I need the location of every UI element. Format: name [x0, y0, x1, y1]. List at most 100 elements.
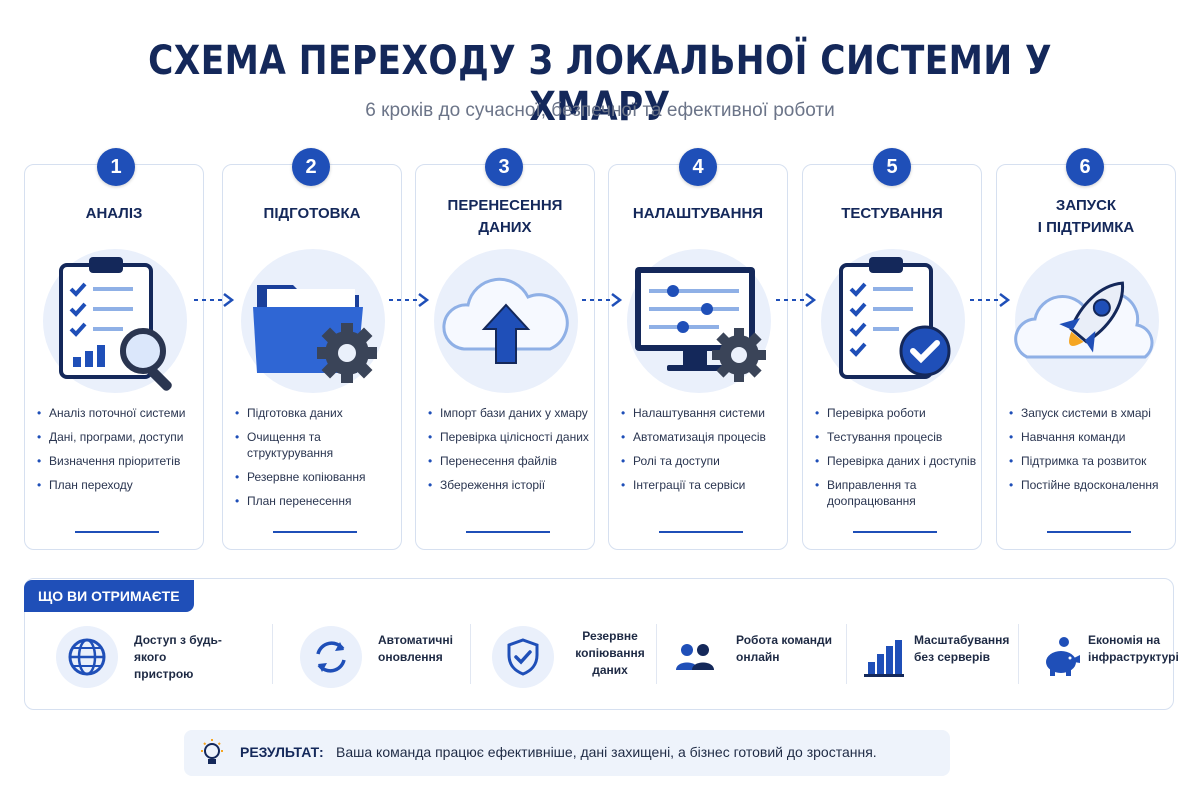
divider	[846, 624, 847, 684]
step-title: НАЛАШТУВАННЯ	[632, 205, 764, 222]
benefit-label: без серверів	[914, 650, 990, 664]
step-number-badge: 5	[873, 148, 911, 186]
benefits-panel	[24, 578, 1174, 710]
list-item: Перенесення файлів	[428, 453, 592, 469]
benefit-item: Робота команди онлайн	[664, 622, 844, 694]
benefit-label: Резервне	[582, 629, 638, 643]
benefit-item: Резервне копіювання даних	[492, 622, 652, 694]
list-item: Навчання команди	[1009, 429, 1173, 445]
list-item: Підготовка даних	[235, 405, 399, 421]
step-card-1: АНАЛІЗ Аналіз поточної системи Дані, про…	[24, 164, 204, 550]
list-item: Підтримка та розвиток	[1009, 453, 1173, 469]
divider	[470, 624, 471, 684]
list-item: План переходу	[37, 477, 201, 493]
list-item: Очищення та структурування	[235, 429, 399, 461]
step-underline	[659, 531, 743, 533]
team-icon	[676, 644, 714, 670]
list-item: Виправлення та доопрацювання	[815, 477, 979, 509]
step-underline	[853, 531, 937, 533]
step-card-4: НАЛАШТУВАННЯ Налаштування системи Автома…	[608, 164, 788, 550]
folder-gear-icon	[241, 249, 385, 393]
list-item: Ролі та доступи	[621, 453, 785, 469]
step-title: АНАЛІЗ	[85, 205, 143, 222]
benefit-item: Доступ з будь-якого пристрою	[56, 622, 256, 694]
step-number-badge: 2	[292, 148, 330, 186]
list-item: Запуск системи в хмарі	[1009, 405, 1173, 421]
list-item: Постійне вдосконалення	[1009, 477, 1173, 493]
step-number-badge: 3	[485, 148, 523, 186]
benefit-item: Автоматичні оновлення	[300, 622, 470, 694]
divider	[656, 624, 657, 684]
list-item: Резервне копіювання	[235, 469, 399, 485]
globe-icon	[68, 638, 106, 676]
step-number-badge: 1	[97, 148, 135, 186]
step-list: Аналіз поточної системи Дані, програми, …	[37, 405, 201, 501]
step-list: Перевірка роботи Тестування процесів Пер…	[815, 405, 979, 517]
result-label: РЕЗУЛЬТАТ:	[240, 744, 324, 760]
benefit-item: Масштабування без серверів	[852, 622, 1022, 694]
arrow-right-icon	[389, 293, 430, 307]
benefit-label: Масштабування	[914, 633, 1010, 647]
step-list: Підготовка даних Очищення та структурува…	[235, 405, 399, 517]
rocket-cloud-icon	[1014, 249, 1159, 393]
benefit-label: копіювання	[575, 646, 645, 660]
step-underline	[1047, 531, 1131, 533]
page-title: СХЕМА ПЕРЕХОДУ З ЛОКАЛЬНОЇ СИСТЕМИ У ХМА…	[148, 38, 1052, 130]
benefit-label: Доступ з будь-якого	[134, 633, 222, 664]
divider	[1018, 624, 1019, 684]
list-item: Автоматизація процесів	[621, 429, 785, 445]
bar-chart-icon	[864, 640, 904, 677]
list-item: План перенесення	[235, 493, 399, 509]
clipboard-check-icon	[821, 249, 965, 393]
benefit-label: Економія на	[1088, 633, 1161, 647]
cloud-upload-icon	[434, 249, 578, 393]
arrow-right-icon	[582, 293, 623, 307]
step-underline	[75, 531, 159, 533]
list-item: Тестування процесів	[815, 429, 979, 445]
arrow-right-icon	[776, 293, 817, 307]
list-item: Інтеграції та сервіси	[621, 477, 785, 493]
list-item: Перевірка даних і доступів	[815, 453, 979, 469]
step-list: Імпорт бази даних у хмару Перевірка цілі…	[428, 405, 592, 501]
list-item: Збереження історії	[428, 477, 592, 493]
step-list: Запуск системи в хмарі Навчання команди …	[1009, 405, 1173, 501]
arrow-right-icon	[970, 293, 1011, 307]
shield-check-icon	[507, 638, 539, 676]
piggy-bank-icon	[1046, 637, 1080, 676]
lightbulb-icon	[201, 739, 223, 764]
page-subtitle: 6 кроків до сучасної, безпечної та ефект…	[365, 100, 835, 121]
step-card-2: ПІДГОТОВКА Підготовка даних Очищення та …	[222, 164, 402, 550]
list-item: Аналіз поточної системи	[37, 405, 201, 421]
list-item: Перевірка роботи	[815, 405, 979, 421]
benefit-label: пристрою	[134, 667, 194, 681]
step-list: Налаштування системи Автоматизація проце…	[621, 405, 785, 501]
step-card-5: ТЕСТУВАННЯ Перевірка роботи Тестування п…	[802, 164, 982, 550]
list-item: Дані, програми, доступи	[37, 429, 201, 445]
arrow-right-icon	[194, 293, 235, 307]
step-title: ПІДГОТОВКА	[263, 205, 361, 222]
list-item: Імпорт бази даних у хмару	[428, 405, 592, 421]
benefit-label: оновлення	[378, 650, 443, 664]
benefit-label: онлайн	[736, 650, 780, 664]
list-item: Визначення пріоритетів	[37, 453, 201, 469]
list-item: Перевірка цілісності даних	[428, 429, 592, 445]
benefit-label: Робота команди	[736, 633, 833, 647]
step-number-badge: 4	[679, 148, 717, 186]
refresh-icon	[316, 641, 346, 673]
step-underline	[273, 531, 357, 533]
clipboard-magnifier-icon	[43, 249, 187, 393]
benefits-label: ЩО ВИ ОТРИМАЄТЕ	[24, 580, 194, 612]
benefit-label: інфраструктурі	[1088, 650, 1179, 664]
step-underline	[466, 531, 550, 533]
step-title: ТЕСТУВАННЯ	[841, 205, 943, 222]
benefit-label: Автоматичні	[378, 633, 453, 647]
list-item: Налаштування системи	[621, 405, 785, 421]
benefit-label: даних	[592, 663, 628, 677]
result-text: Ваша команда працює ефективніше, дані за…	[336, 744, 877, 760]
step-number-badge: 6	[1066, 148, 1104, 186]
divider	[272, 624, 273, 684]
